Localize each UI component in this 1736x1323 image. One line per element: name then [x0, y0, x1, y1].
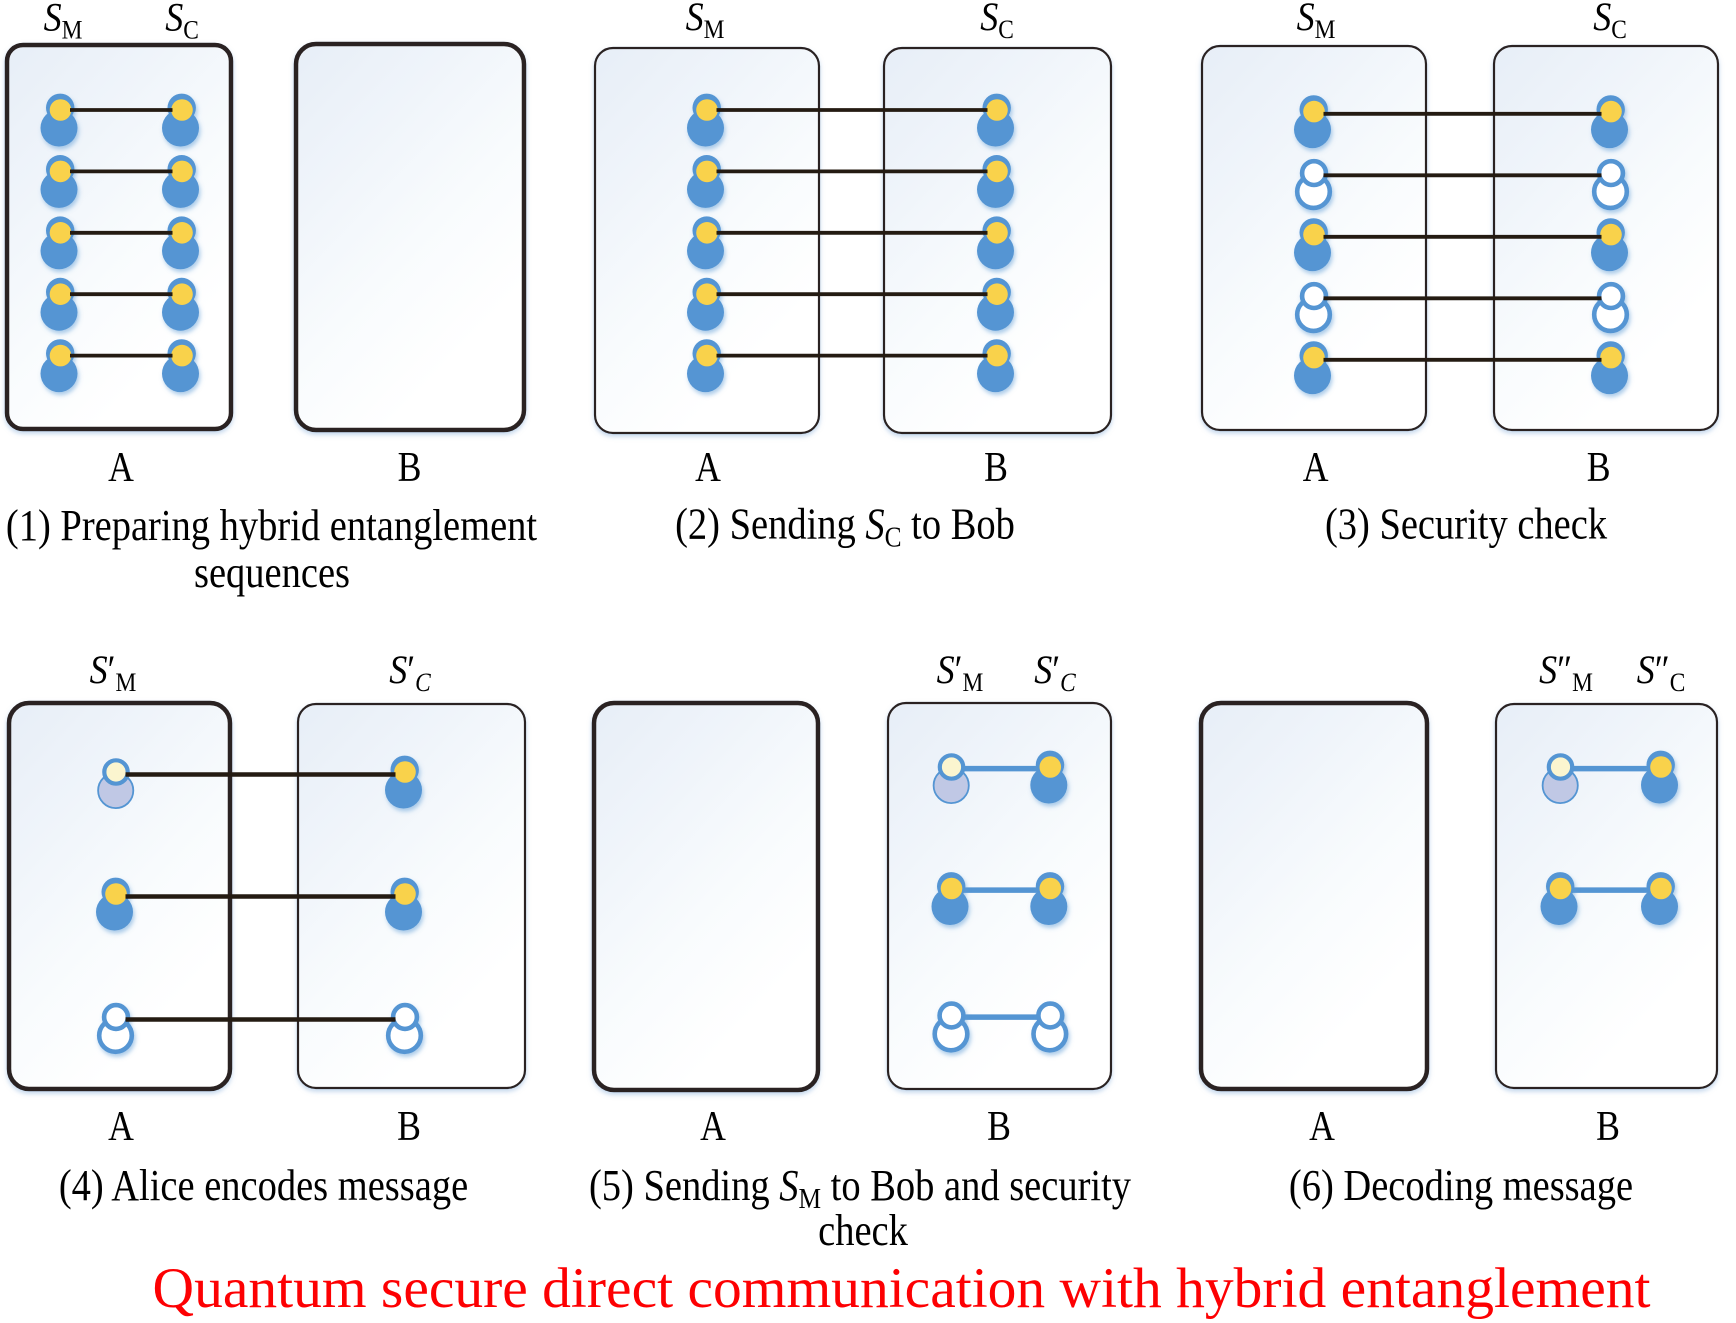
svg-text:SM: SM — [44, 0, 83, 45]
svg-text:(1) Preparing hybrid entanglem: (1) Preparing hybrid entanglement — [6, 501, 538, 551]
svg-text:B: B — [398, 444, 422, 490]
svg-text:S′C: S′C — [1034, 648, 1076, 697]
svg-text:(3) Security check: (3) Security check — [1325, 499, 1607, 549]
svg-text:S″M: S″M — [1539, 648, 1593, 697]
svg-text:B: B — [1587, 444, 1611, 490]
svg-text:S′M: S′M — [90, 648, 137, 697]
svg-text:A: A — [700, 1103, 726, 1149]
svg-text:B: B — [1596, 1103, 1620, 1149]
svg-text:SM: SM — [686, 0, 725, 44]
svg-text:S″C: S″C — [1637, 648, 1686, 697]
svg-text:sequences: sequences — [194, 548, 350, 597]
svg-text:Quantum secure direct communic: Quantum secure direct communication with… — [153, 1257, 1651, 1320]
svg-text:(4) Alice encodes message: (4) Alice encodes message — [59, 1161, 468, 1211]
svg-text:S′M: S′M — [937, 648, 984, 697]
svg-text:B: B — [987, 1103, 1011, 1149]
svg-text:A: A — [108, 1103, 134, 1149]
svg-text:A: A — [1303, 444, 1329, 490]
svg-text:S′C: S′C — [389, 648, 431, 697]
svg-text:SC: SC — [1593, 0, 1627, 44]
svg-text:SC: SC — [165, 0, 199, 45]
svg-text:(5) Sending SM to Bob and secu: (5) Sending SM to Bob and security — [589, 1161, 1131, 1215]
svg-text:A: A — [108, 444, 134, 490]
svg-text:(2) Sending SC to Bob: (2) Sending SC to Bob — [675, 499, 1015, 553]
svg-text:SC: SC — [980, 0, 1014, 44]
svg-text:(6) Decoding message: (6) Decoding message — [1289, 1161, 1633, 1211]
svg-text:A: A — [695, 444, 721, 490]
svg-text:B: B — [397, 1103, 421, 1149]
svg-text:B: B — [984, 444, 1008, 490]
svg-text:check: check — [818, 1206, 908, 1255]
svg-text:A: A — [1309, 1103, 1335, 1149]
svg-text:SM: SM — [1297, 0, 1336, 44]
